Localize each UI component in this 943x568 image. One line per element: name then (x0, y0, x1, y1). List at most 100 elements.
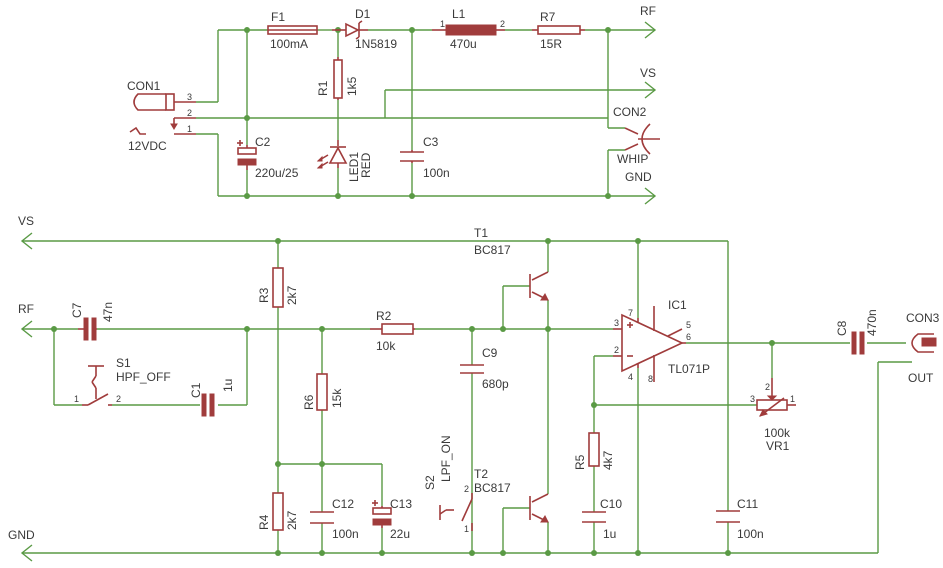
label-con2-value: WHIP (617, 152, 648, 166)
label-r1-value: 1k5 (345, 76, 359, 96)
net-label-gnd-top: GND (625, 170, 652, 184)
label-c7-value: 47n (101, 302, 115, 322)
resistor-r1 (333, 57, 343, 100)
capacitor-c3 (400, 150, 424, 163)
diode-d1 (332, 20, 368, 40)
resistor-r2 (370, 323, 415, 335)
pin-con1-1: 1 (187, 124, 192, 134)
label-r2: R2 (376, 309, 392, 323)
resistor-r6 (316, 373, 328, 411)
pin-con1-2: 2 (187, 108, 192, 118)
label-r4: R4 (257, 514, 271, 530)
switch-s1 (82, 365, 112, 406)
fuse-f1 (267, 25, 318, 35)
pin-ic1-7: 7 (628, 308, 633, 318)
label-c13: C13 (390, 497, 412, 511)
capacitor-c10 (582, 511, 606, 523)
pin-vr1-1: 1 (790, 394, 795, 404)
net-label-rf-top: RF (640, 4, 656, 18)
label-c1: C1 (189, 382, 203, 398)
label-s1: S1 (116, 356, 131, 370)
pin-ic1-8: 8 (648, 374, 653, 384)
label-r1: R1 (316, 80, 330, 96)
label-r6: R6 (302, 394, 316, 410)
label-c1-value: 1u (221, 379, 235, 392)
capacitor-c2 (237, 140, 257, 170)
pin-ic1-4: 4 (628, 372, 633, 382)
label-r7-value: 15R (540, 37, 562, 51)
connector-con2 (624, 123, 660, 155)
pin-l1-2: 2 (500, 19, 505, 29)
pin-vr1-2: 2 (765, 382, 770, 392)
transistor-t1 (529, 271, 549, 301)
label-con1: CON1 (127, 79, 161, 93)
pin-s2-1: 1 (464, 524, 469, 534)
opamp-ic1 (613, 306, 686, 382)
net-arrow-vs-top (644, 81, 657, 99)
label-c11: C11 (737, 497, 758, 511)
label-d1-value: 1N5819 (355, 37, 397, 51)
label-c12: C12 (332, 497, 354, 511)
wires-top (196, 29, 655, 197)
pin-numbers: 1 2 3 2 1 1 2 3 2 7 4 5 6 8 2 3 1 2 1 (74, 19, 795, 534)
label-f1: F1 (271, 10, 285, 24)
pin-s2-2: 2 (464, 484, 469, 494)
label-c8-value: 470n (865, 309, 879, 336)
net-arrow-vs-left (20, 232, 33, 250)
pin-ic1-3: 3 (614, 318, 619, 328)
capacitor-c11 (716, 510, 740, 523)
label-l1: L1 (452, 7, 466, 21)
label-c7: C7 (70, 302, 84, 318)
pin-s1-2: 2 (116, 394, 121, 404)
label-c3: C3 (423, 135, 439, 149)
junctions-main (51, 238, 775, 556)
label-c9: C9 (482, 346, 498, 360)
label-d1: D1 (355, 7, 371, 21)
net-label-rf-left: RF (18, 302, 34, 316)
net-label-gnd-left: GND (8, 528, 35, 542)
label-c10-value: 1u (603, 527, 616, 541)
label-c9-value: 680p (482, 377, 509, 391)
resistor-r4 (272, 492, 284, 531)
led-led1 (316, 140, 348, 169)
label-r5-value: 4k7 (601, 450, 615, 470)
capacitor-c12 (310, 511, 334, 524)
label-c2: C2 (255, 135, 271, 149)
label-r2-value: 10k (376, 339, 396, 353)
capacitor-c8 (851, 331, 865, 355)
pin-con1-3: 3 (187, 92, 192, 102)
label-r3-value: 2k7 (285, 285, 299, 305)
label-s2-value: LPF_ON (439, 435, 453, 482)
label-t1: T1 (474, 226, 488, 240)
label-c13-value: 22u (390, 527, 410, 541)
label-s2: S2 (423, 475, 437, 490)
net-arrow-gnd-left (20, 544, 33, 562)
label-con3-value: OUT (908, 371, 934, 385)
net-arrow-rf-left (20, 320, 33, 338)
label-vr1: VR1 (766, 439, 790, 453)
connector-con1 (129, 93, 196, 135)
pin-l1-1: 1 (440, 19, 445, 29)
net-arrow-rf-top (644, 21, 657, 39)
label-led1-value: RED (359, 152, 373, 178)
label-c10: C10 (600, 497, 622, 511)
label-vr1-value: 100k (764, 426, 791, 440)
pin-ic1-2: 2 (614, 345, 619, 355)
resistor-r5 (588, 432, 600, 467)
label-r5: R5 (573, 454, 587, 470)
label-con1-value: 12VDC (128, 139, 167, 153)
label-con3: CON3 (906, 311, 940, 325)
label-t2-value: BC817 (474, 481, 511, 495)
inductor-l1 (432, 24, 505, 36)
pin-ic1-5: 5 (686, 320, 691, 330)
label-r7: R7 (540, 10, 556, 24)
label-c11-value: 100n (737, 527, 764, 541)
label-s1-value: HPF_OFF (116, 370, 171, 384)
resistor-r3 (272, 267, 284, 308)
capacitor-c9 (460, 364, 484, 374)
label-c12-value: 100n (332, 527, 359, 541)
capacitor-c13 (372, 500, 392, 528)
label-c2-value: 220u/25 (255, 166, 299, 180)
net-label-vs-top: VS (640, 66, 656, 80)
